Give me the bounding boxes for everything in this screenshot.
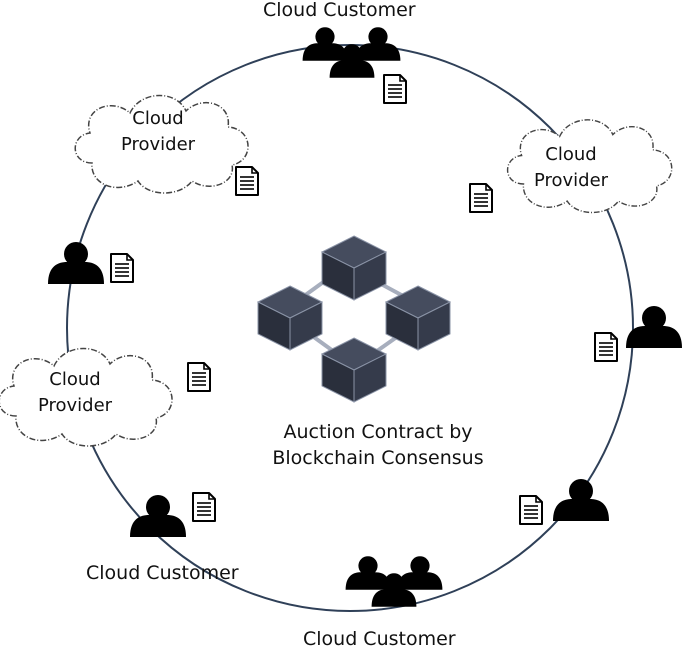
document-icon	[110, 253, 134, 283]
provider-label-line: Provider	[37, 395, 113, 417]
document-icon	[469, 183, 493, 213]
center-title-line: Auction Contract by	[283, 421, 473, 443]
document-icon	[383, 74, 407, 104]
provider-label-line: Provider	[120, 134, 196, 156]
provider-label-line: Cloud	[545, 144, 597, 165]
customer-icon	[626, 306, 682, 348]
customer-icon	[553, 479, 609, 521]
block-cube	[321, 235, 387, 301]
blockchain-icon	[257, 235, 451, 403]
provider-label-line: Provider	[533, 170, 609, 192]
block-cube	[257, 285, 323, 351]
center-title: Auction Contract by Blockchain Consensus	[242, 420, 514, 471]
customer-group-icon	[302, 27, 401, 78]
provider-label-top-left: Cloud Provider	[106, 106, 210, 158]
provider-label-line: Cloud	[49, 369, 101, 390]
block-cube	[385, 285, 451, 351]
provider-label-line: Cloud	[132, 108, 184, 129]
customer-label-bottom-left: Cloud Customer	[86, 562, 239, 584]
provider-label-left: Cloud Provider	[28, 367, 122, 419]
customer-label-bottom: Cloud Customer	[303, 628, 456, 650]
document-icon	[594, 332, 618, 362]
customer-label-top: Cloud Customer	[263, 0, 416, 21]
provider-label-right: Cloud Provider	[526, 142, 616, 194]
document-icon	[192, 492, 216, 522]
customer-icon	[48, 242, 104, 284]
document-icon	[519, 495, 543, 525]
document-icon	[235, 166, 259, 196]
document-icon	[187, 362, 211, 392]
center-title-line: Blockchain Consensus	[272, 446, 484, 469]
